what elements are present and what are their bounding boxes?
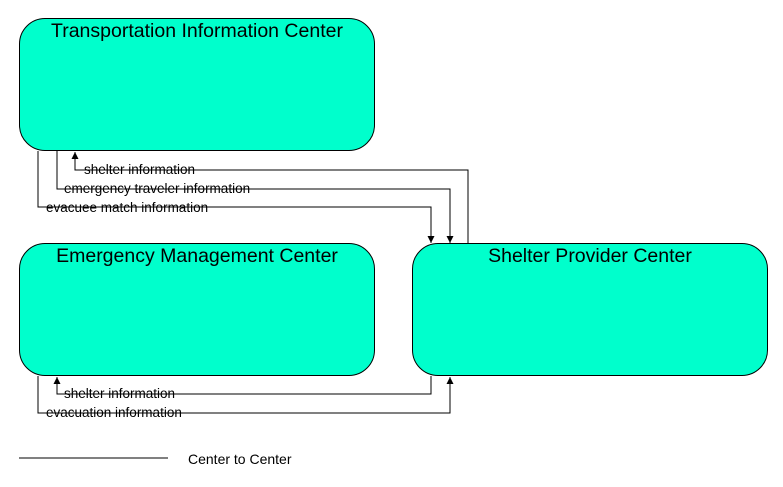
flow-label: evacuee match information	[46, 200, 208, 215]
legend-label: Center to Center	[188, 451, 292, 467]
flow-line	[53, 376, 432, 395]
flow-label: evacuation information	[46, 405, 182, 420]
node-transportation-information-center: Transportation Information Center	[19, 18, 375, 151]
flow-shelter-information-to-tic: shelter information	[71, 152, 469, 243]
flow-label: shelter information	[64, 386, 175, 401]
flow-shelter-information-to-emc: shelter information	[53, 376, 432, 401]
node-emergency-management-center: Emergency Management Center	[19, 243, 375, 376]
flow-line	[37, 151, 435, 243]
flow-label: emergency traveler information	[64, 181, 250, 196]
node-title: Transportation Information Center	[51, 20, 343, 42]
legend: Center to Center	[19, 451, 292, 467]
flow-line	[56, 151, 454, 243]
flow-line	[37, 376, 454, 414]
flow-evacuee-match-information: evacuee match information	[37, 151, 435, 243]
node-title: Emergency Management Center	[56, 245, 338, 267]
node-title: Shelter Provider Center	[488, 245, 692, 267]
flow-emergency-traveler-information: emergency traveler information	[56, 151, 454, 243]
flow-line	[71, 152, 469, 243]
flow-label: shelter information	[84, 162, 195, 177]
node-shelter-provider-center: Shelter Provider Center	[412, 243, 768, 376]
flow-evacuation-information: evacuation information	[37, 376, 454, 420]
